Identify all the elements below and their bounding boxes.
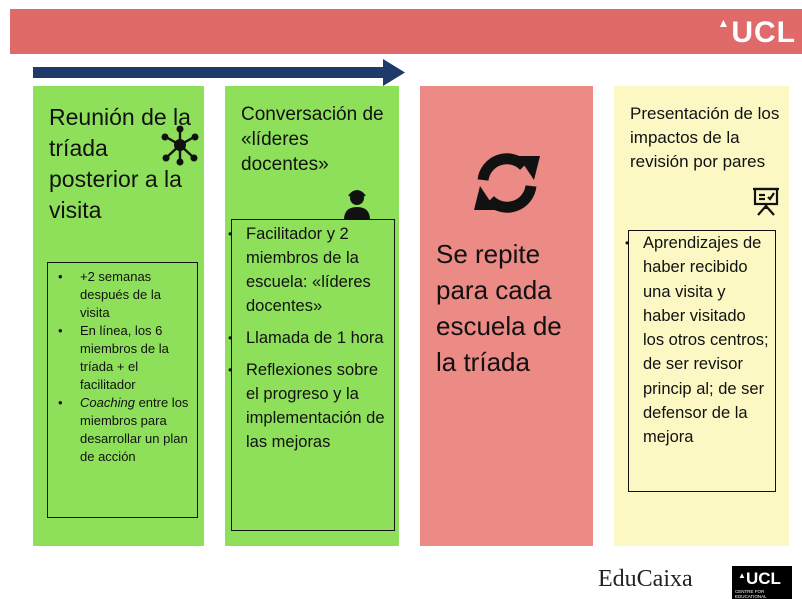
panel-leaders-conversation: Conversación de «líderes docentes» Facil…: [225, 86, 399, 546]
coaching-emphasis: Coaching: [80, 395, 135, 410]
panel-impact-presentation: Presentación de los impactos de la revis…: [614, 86, 789, 546]
panel-title: Presentación de los impactos de la revis…: [630, 104, 780, 171]
bullet-box: +2 semanas después de la visita En línea…: [47, 262, 198, 518]
bullet-item: Llamada de 1 hora: [228, 326, 390, 350]
bullet-item: Coaching entre los miembros para desarro…: [56, 394, 193, 466]
panel-repeat: Se repite para cada escuela de la tríada: [420, 86, 593, 546]
bullet-item: En línea, los 6 miembros de la tríada + …: [56, 322, 193, 394]
bullet-box: Aprendizajes de haber recibido una visit…: [625, 230, 776, 492]
bullet-item: +2 semanas después de la visita: [56, 268, 193, 322]
bullet-box: Facilitador y 2 miembros de la escuela: …: [228, 219, 395, 531]
person-icon: [344, 190, 370, 220]
educaixa-logo: EduCaixa: [598, 566, 693, 592]
network-icon: [161, 125, 199, 166]
timeline-arrow: [33, 59, 405, 86]
ucl-footer-logo: ▲ UCL CENTRE FOR EDUCATIONAL LEADERSHIP: [732, 566, 792, 599]
bullet-item: Facilitador y 2 miembros de la escuela: …: [228, 222, 390, 318]
panel-title: Conversación de «líderes docentes»: [241, 104, 384, 175]
repeat-text: Se repite para cada escuela de la tríada: [436, 239, 562, 377]
bullet-item: Reflexiones sobre el progreso y la imple…: [228, 358, 390, 454]
panel-post-visit-meeting: Reunión de la tríada posterior a la visi…: [33, 86, 204, 546]
presentation-board-icon: [753, 187, 779, 216]
sync-icon: [474, 153, 540, 213]
panel-title: Reunión de la tríada posterior a la visi…: [49, 104, 191, 223]
bullet-item: Aprendizajes de haber recibido una visit…: [625, 231, 771, 450]
bullet-text: entre los miembros para desarrollar un p…: [80, 395, 189, 464]
header-banner: [10, 9, 802, 54]
ucl-logo-top: ▲UCL: [717, 16, 796, 49]
